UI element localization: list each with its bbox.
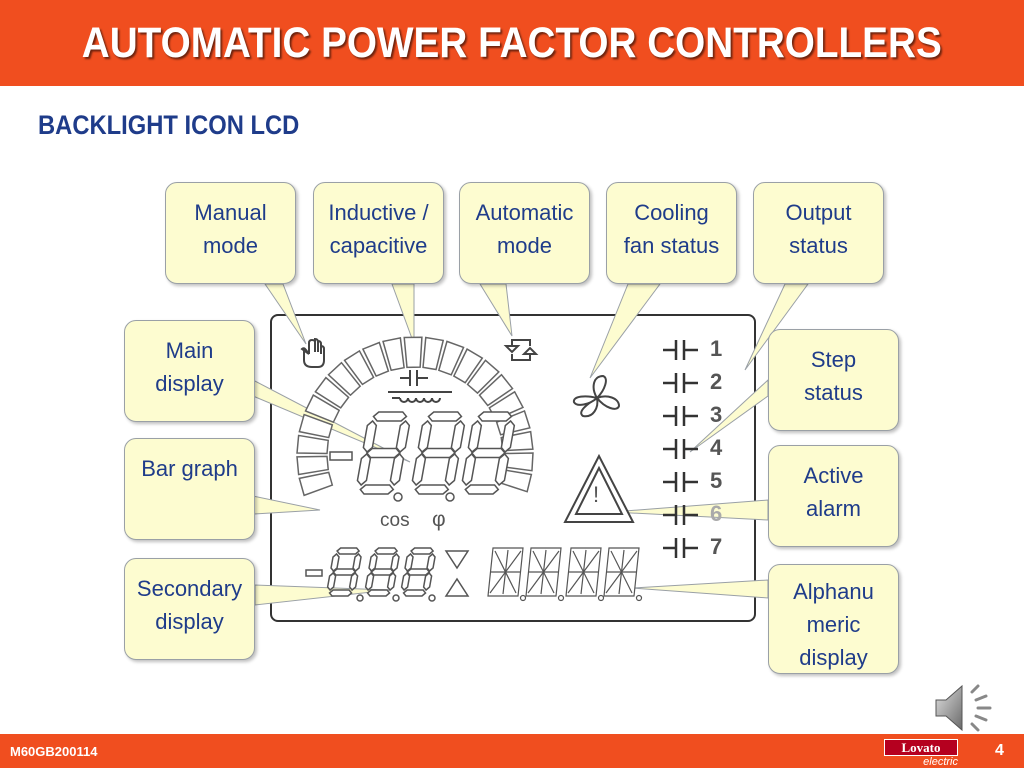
callout-secondary-display: Secondary display	[124, 558, 255, 660]
alarm-exclamation: !	[593, 482, 600, 507]
callout-alphanumeric-display: Alphanu meric display	[768, 564, 899, 674]
document-code: M60GB200114	[10, 744, 98, 759]
callout-line: capacitive	[329, 233, 428, 258]
step-number: 4	[710, 435, 723, 460]
step-numbers: 1 2 3 4 5 6 7	[710, 336, 732, 567]
callout-line: Alphanu	[793, 579, 874, 604]
callout-line: status	[804, 380, 863, 405]
brand-name: Lovato	[884, 739, 958, 756]
callout-line: Secondary	[136, 576, 243, 601]
page-number: 4	[995, 742, 1004, 759]
callout-active-alarm: Active alarm	[768, 445, 899, 547]
callout-cooling-fan: Cooling fan status	[606, 182, 737, 284]
callout-line: display	[155, 371, 224, 396]
callout-line: Cooling	[634, 200, 709, 225]
step-number: 3	[710, 402, 723, 427]
brand-logo: Lovato electric	[884, 739, 958, 768]
callout-line: fan status	[623, 233, 720, 258]
callout-line: display	[799, 645, 868, 670]
footer-bar	[0, 734, 1024, 768]
phi-label: φ	[432, 508, 446, 531]
callout-bar-graph: Bar graph	[124, 438, 255, 540]
callout-line: status	[789, 233, 848, 258]
callout-automatic-mode: Automatic mode	[459, 182, 590, 284]
callout-manual-mode: Manual mode	[165, 182, 296, 284]
callout-line: Step	[810, 347, 857, 372]
callout-line: Bar graph	[141, 456, 238, 481]
step-number: 2	[710, 369, 723, 394]
callout-line: meric	[806, 612, 861, 637]
callout-line: mode	[496, 233, 553, 258]
brand-sub: electric	[923, 756, 958, 768]
callout-line: display	[155, 609, 224, 634]
step-number: 7	[710, 534, 723, 559]
step-number: 6	[710, 501, 723, 526]
lcd-display	[270, 314, 756, 622]
callout-line: mode	[202, 233, 259, 258]
callout-inductive-capacitive: Inductive / capacitive	[313, 182, 444, 284]
page-title: AUTOMATIC POWER FACTOR CONTROLLERS	[81, 18, 942, 67]
step-number: 5	[710, 468, 723, 493]
section-subtitle: BACKLIGHT ICON LCD	[38, 110, 300, 140]
speaker-icon[interactable]	[932, 680, 1004, 736]
callout-line: Active	[803, 463, 864, 488]
cos-label: cos	[380, 510, 410, 531]
callout-line: Automatic	[475, 200, 574, 225]
callout-line: Manual	[194, 200, 267, 225]
callout-line: Inductive /	[328, 200, 429, 225]
callout-line: Main	[165, 338, 214, 363]
callout-line: alarm	[805, 496, 861, 521]
header-bar: AUTOMATIC POWER FACTOR CONTROLLERS	[0, 0, 1024, 86]
callout-output-status: Output status	[753, 182, 884, 284]
callout-line: Output	[785, 200, 852, 225]
callout-step-status: Step status	[768, 329, 899, 431]
callout-main-display: Main display	[124, 320, 255, 422]
step-number: 1	[710, 336, 723, 361]
